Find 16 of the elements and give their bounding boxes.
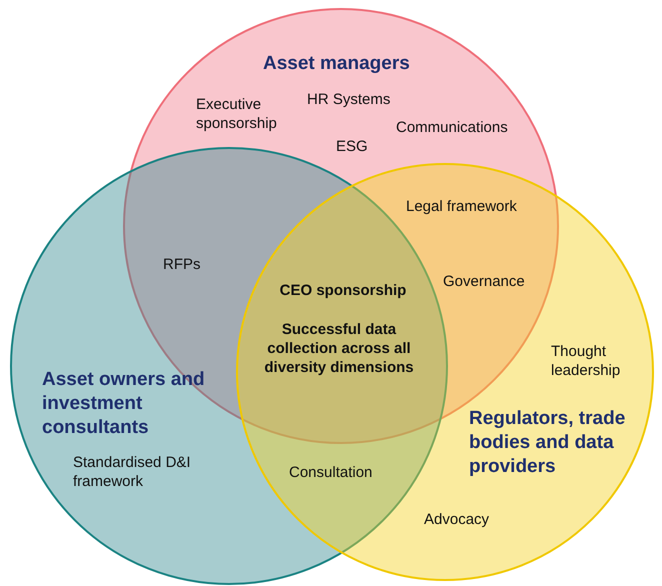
circle-heading: Asset managers xyxy=(263,52,411,76)
overlap-label: Executive sponsorship xyxy=(196,95,278,133)
circle-heading: Regulators, trade bodies and data providers xyxy=(469,407,626,479)
overlap-label: RFPs xyxy=(163,255,202,274)
overlap-label: Standardised D&I framework xyxy=(73,453,192,491)
center-statement: CEO sponsorship xyxy=(278,281,408,300)
overlap-label: ESG xyxy=(336,137,369,156)
overlap-label: Consultation xyxy=(289,463,374,482)
overlap-label: HR Systems xyxy=(307,90,392,109)
center-statement: Successful data collection across all diversity dimensions xyxy=(263,320,415,377)
overlap-label: Governance xyxy=(443,272,526,291)
overlap-label: Legal framework xyxy=(406,197,518,216)
overlap-label: Thought leadership xyxy=(551,342,622,380)
overlap-label: Communications xyxy=(396,118,509,137)
overlap-label: Advocacy xyxy=(424,510,490,529)
circle-heading: Asset owners and investment consultants xyxy=(42,368,206,440)
